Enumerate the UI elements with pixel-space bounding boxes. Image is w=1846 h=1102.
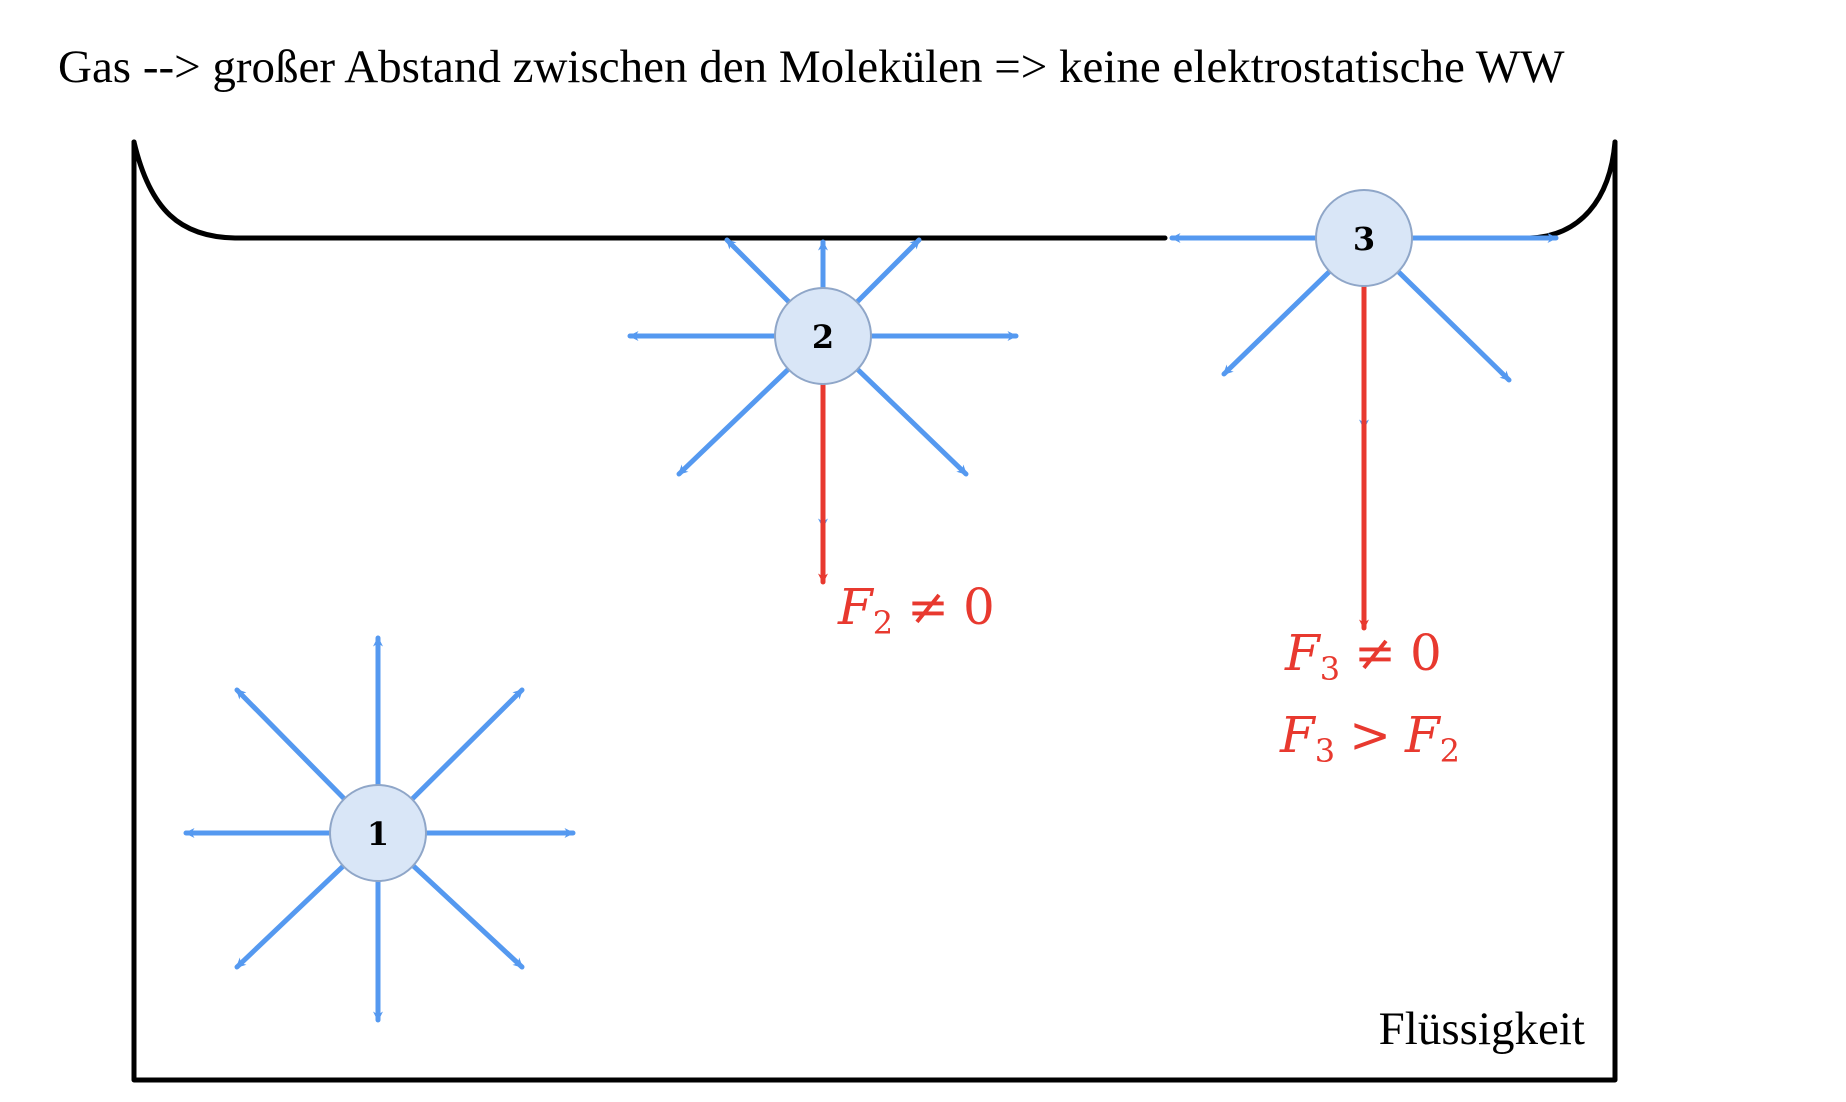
molecule-3: 3 [1315,189,1413,287]
liquid-container [131,139,1618,1083]
force-compare-relation: > [1349,706,1391,764]
force-compare-lhs-symbol: F [1279,706,1317,764]
diagram-title: Gas --> großer Abstand zwischen den Mole… [58,41,1565,93]
region-label-liquid: Flüssigkeit [1379,1003,1585,1055]
force-f2-rhs: 0 [963,578,995,636]
molecule-3-circle [1315,189,1413,287]
molecule-1-circle [329,784,427,882]
force-label-f3-greater-f2: F3>F2 [1279,706,1460,770]
molecule-2-circle [774,287,872,385]
force-label-f3: F3 ≠0 [1284,624,1442,688]
force-f2-subscript: 2 [873,604,893,642]
molecule-2-label: 2 [812,318,834,356]
molecule-1-label: 1 [367,815,389,853]
force-f2-relation: ≠ [907,578,949,636]
force-compare-rhs-subscript: 2 [1440,732,1460,770]
force-f2-symbol: F [837,578,875,636]
force-f3-rhs: 0 [1410,624,1442,682]
molecule-1: 1 [329,784,427,882]
force-f3-relation: ≠ [1354,624,1396,682]
molecule-2: 2 [774,287,872,385]
force-label-f2: F2 ≠0 [837,578,995,642]
molecule-3-label: 3 [1353,220,1375,258]
force-f3-subscript: 3 [1320,650,1340,688]
force-compare-rhs-symbol: F [1404,706,1442,764]
force-compare-lhs-subscript: 3 [1315,732,1335,770]
force-f3-symbol: F [1284,624,1322,682]
